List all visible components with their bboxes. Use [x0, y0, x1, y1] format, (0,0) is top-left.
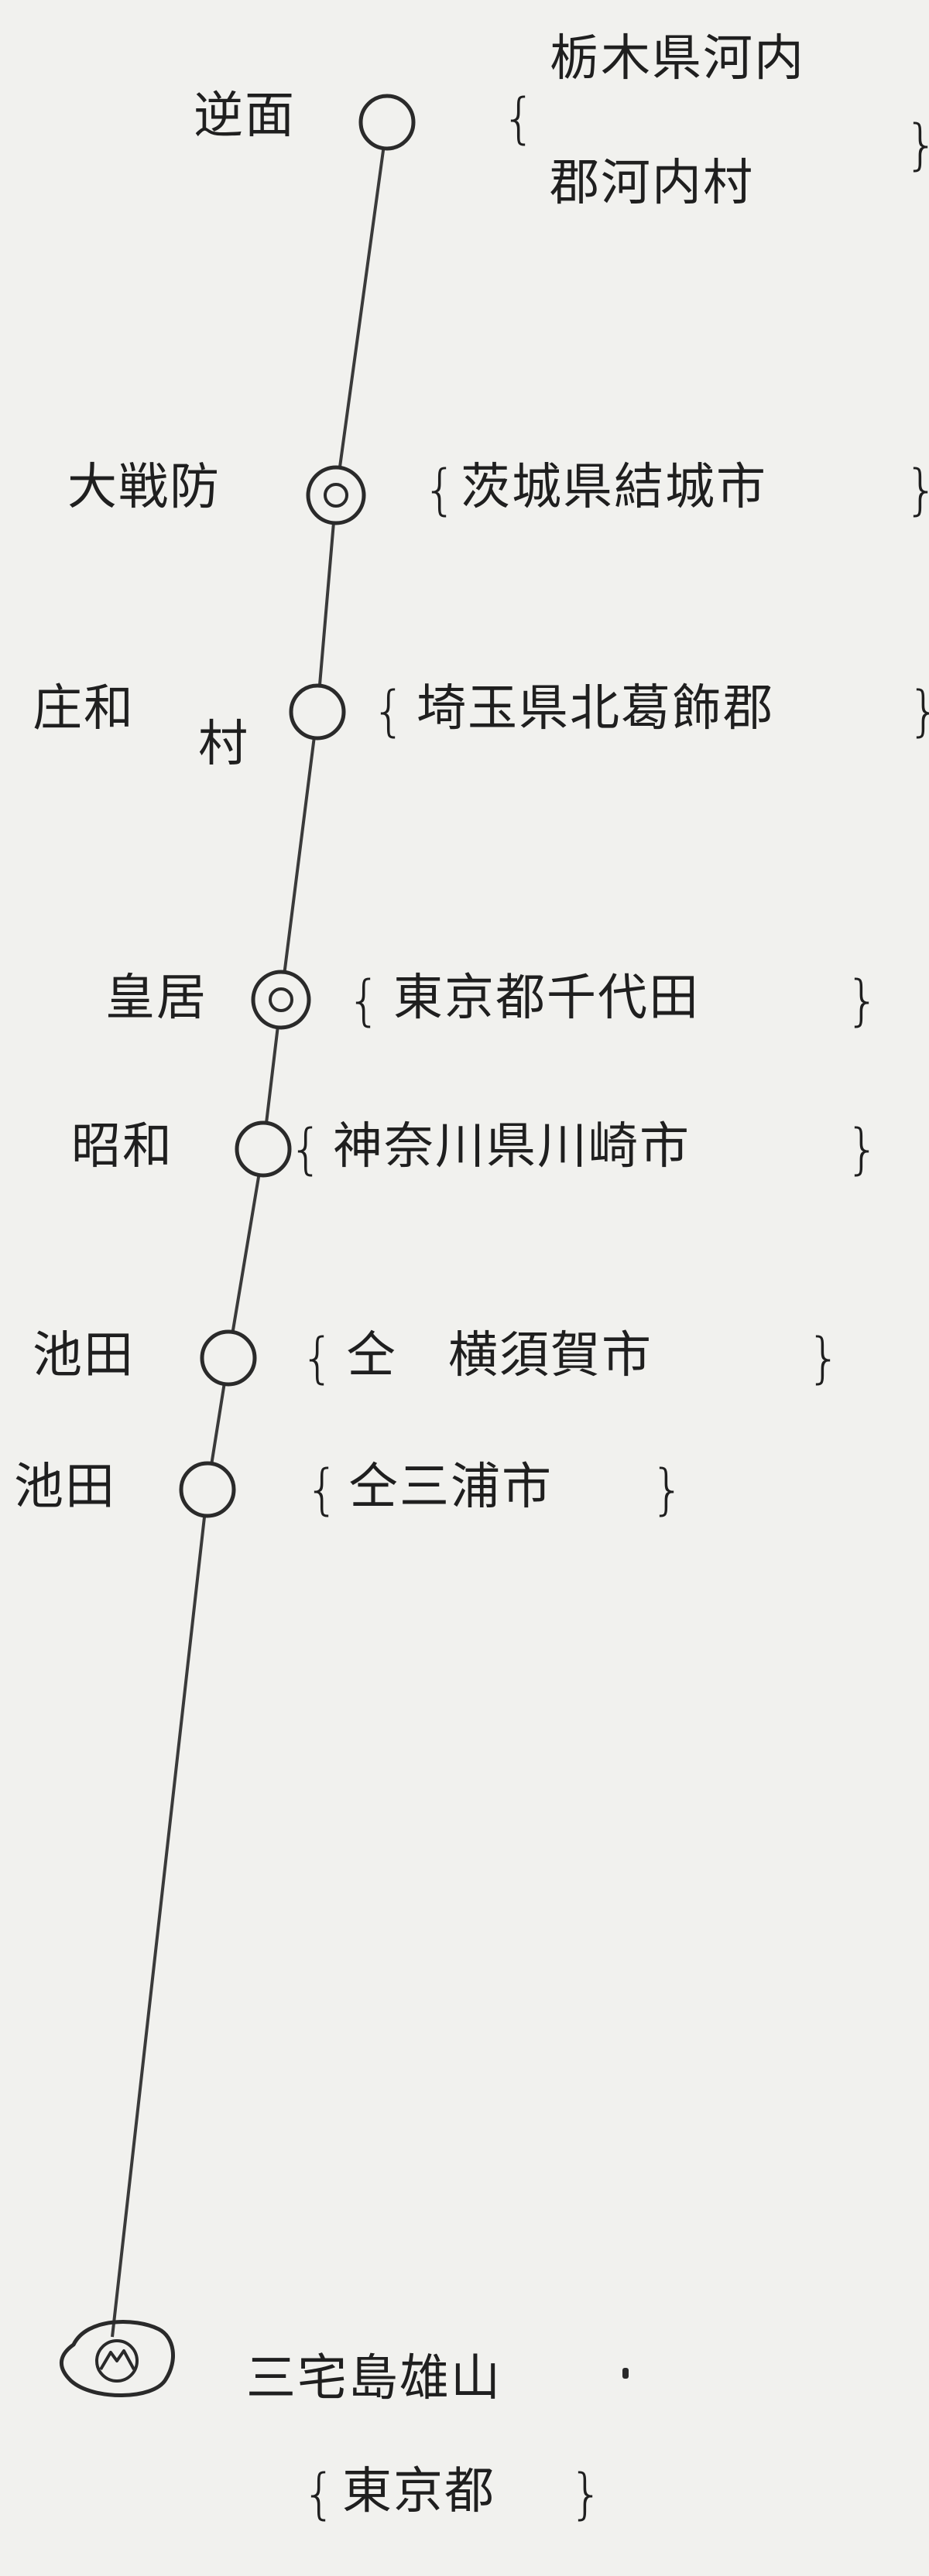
station-marker-showa-village — [289, 683, 346, 741]
ink-dot — [622, 2368, 629, 2379]
place-line: 神奈川県川崎市 — [333, 1118, 691, 1175]
open-brace: { — [289, 1117, 325, 1181]
close-brace: } — [845, 1117, 882, 1181]
close-brace: } — [807, 1326, 843, 1390]
station-marker-gyakumo — [358, 94, 416, 151]
station-marker-ikeda-yokosuka — [200, 1329, 257, 1387]
mountain-symbol-icon — [99, 2349, 135, 2371]
open-brace: { — [347, 969, 383, 1032]
close-brace: } — [904, 118, 929, 172]
close-brace: } — [569, 2462, 605, 2526]
station-marker-daisenbo — [306, 465, 366, 525]
place-line: 東京都千代田 — [393, 970, 700, 1027]
station-marker-daisenbo-inner — [324, 483, 348, 508]
open-brace: { — [302, 2462, 338, 2526]
station-marker-kokyo-inner — [269, 987, 293, 1012]
close-brace: } — [904, 463, 929, 517]
station-name: 池田 — [33, 1327, 135, 1384]
close-brace: } — [845, 969, 882, 1032]
station-name: 大戦防 — [67, 459, 221, 516]
place-line: 仝三浦市 — [348, 1459, 553, 1516]
close-brace: } — [650, 1458, 687, 1521]
open-brace: { — [502, 87, 538, 150]
mountain-island-outline-icon — [59, 2320, 175, 2397]
place-line: 仝 横須賀市 — [346, 1327, 653, 1384]
station-marker-ikeda-miura — [179, 1461, 236, 1518]
place-line: 栃木県河内 — [550, 30, 805, 87]
place-line: 茨城県結城市 — [461, 459, 767, 516]
station-name: 池田 — [14, 1459, 116, 1516]
open-brace: { — [305, 1458, 341, 1521]
open-brace: { — [372, 679, 408, 743]
place-line: 郡河内村 — [550, 155, 754, 212]
terminus-name: 三宅島雄山 — [246, 2350, 502, 2407]
station-marker-kokyo — [251, 970, 311, 1030]
place-line: 埼玉県北葛飾郡 — [417, 680, 774, 737]
station-name: 逆面 — [194, 87, 296, 145]
open-brace: { — [300, 1326, 337, 1390]
terminus-place: 東京都 — [342, 2463, 495, 2520]
station-name: 庄和 — [33, 680, 135, 737]
close-brace: } — [907, 684, 929, 738]
open-brace: { — [423, 458, 459, 522]
mountain-circle-icon — [95, 2339, 139, 2383]
route-line — [111, 121, 389, 2338]
station-name: 昭和 — [71, 1118, 173, 1175]
station-marker-showa — [235, 1120, 292, 1178]
station-name-suffix: 村 — [198, 716, 249, 773]
station-name: 皇居 — [105, 970, 207, 1027]
